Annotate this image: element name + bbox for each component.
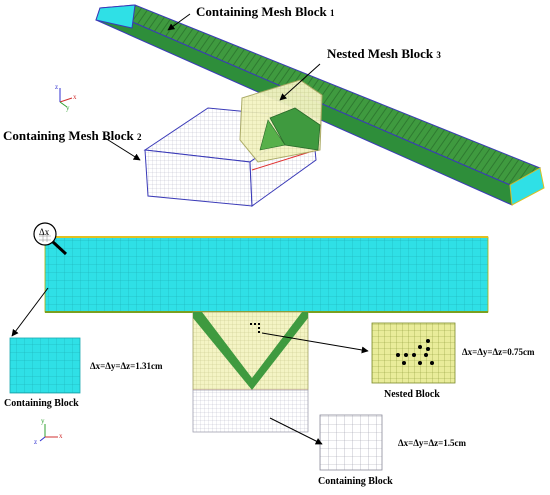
lower-containing-block-2d [192,389,309,433]
arrow-block-1 [167,13,191,31]
label-block-3: Nested Mesh Block 3 [327,46,441,61]
axes-triad-bottom [39,424,58,442]
nested-block-2d [192,311,309,391]
bottom-inset-label: Containing Block [318,476,393,487]
arrow-block-3 [279,63,321,101]
containing-block-2d [44,236,489,313]
left-inset-label: Containing Block [4,398,79,409]
magnifier-icon [33,222,68,256]
axes-triad-top [59,88,73,108]
left-inset-spacing: Δx=Δy=Δz=1.31cm [90,361,163,371]
axis-top-x: x [73,93,77,101]
arrow-left-inset [11,287,49,337]
axis-bottom-z: z [34,438,38,446]
label-block-1: Containing Mesh Block 1 [196,4,335,19]
axis-bottom-x: x [59,432,63,440]
label-block-2: Containing Mesh Block 2 [3,128,142,143]
arrow-nested-inset [261,332,369,354]
arrow-block-2 [104,137,141,161]
axis-bottom-y: y [41,417,45,425]
nested-inset-label: Nested Block [384,389,440,400]
nested-inset-spacing: Δx=Δy=Δz=0.75cm [462,347,535,357]
axis-top-z: z [55,83,59,91]
nested-inset-grid [371,322,456,384]
axis-top-y: y [66,104,70,112]
bottom-inset-containing-grid [319,414,383,471]
left-inset-containing-grid [9,337,81,394]
bottom-inset-spacing: Δx=Δy=Δz=1.5cm [398,438,467,448]
nested-mesh-block-3 [239,79,323,163]
magnifier-text: Δx [39,227,50,237]
arrow-bottom-inset [269,417,323,445]
